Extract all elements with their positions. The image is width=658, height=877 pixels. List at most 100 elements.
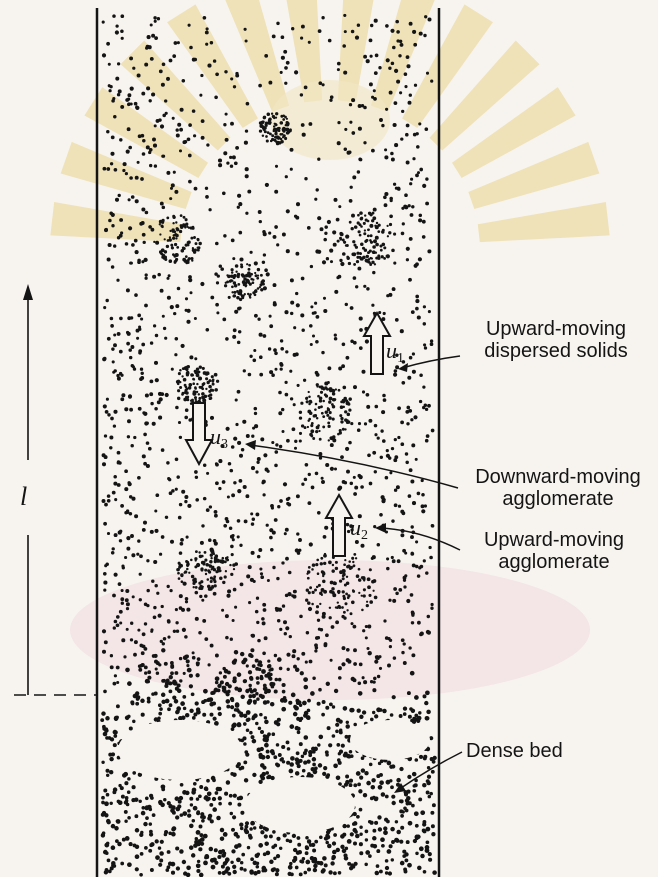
- particle: [146, 604, 149, 607]
- bed-particle: [392, 695, 396, 699]
- particle: [120, 504, 124, 508]
- particle: [316, 373, 320, 377]
- particle: [139, 222, 143, 226]
- particle: [194, 357, 197, 360]
- bed-particle: [374, 821, 378, 825]
- bed-particle: [272, 830, 276, 834]
- bed-particle: [327, 726, 331, 730]
- particle: [371, 149, 375, 153]
- bed-particle: [157, 717, 161, 721]
- agglomerate-particle: [327, 407, 329, 409]
- bed-particle: [305, 860, 310, 865]
- particle: [404, 72, 408, 76]
- bed-particle: [370, 797, 374, 801]
- agglomerate-particle: [231, 271, 233, 273]
- particle: [124, 469, 128, 473]
- particle: [410, 593, 414, 597]
- bed-particle: [214, 861, 218, 865]
- particle: [275, 368, 278, 371]
- particle: [137, 314, 141, 318]
- particle: [119, 350, 123, 354]
- bed-particle: [174, 671, 178, 675]
- particle: [131, 553, 135, 557]
- bed-particle: [335, 729, 339, 733]
- bed-particle: [112, 864, 116, 868]
- agglomerate-particle: [244, 293, 246, 295]
- bed-particle: [372, 711, 375, 714]
- particle: [424, 15, 427, 18]
- particle: [154, 164, 157, 167]
- particle: [279, 445, 282, 448]
- agglomerate-particle: [185, 368, 188, 371]
- agglomerate-particle: [260, 280, 264, 284]
- particle: [340, 455, 344, 459]
- particle: [237, 206, 240, 209]
- particle: [241, 448, 244, 451]
- bed-particle: [198, 847, 202, 851]
- particle: [309, 660, 313, 664]
- particle: [255, 512, 259, 516]
- particle: [338, 367, 342, 371]
- particle: [132, 67, 135, 70]
- particle: [409, 468, 413, 472]
- particle: [167, 636, 170, 639]
- particle: [350, 482, 353, 485]
- bed-particle: [171, 871, 175, 875]
- particle: [134, 514, 138, 518]
- particle: [286, 502, 289, 505]
- particle: [307, 501, 311, 505]
- particle: [362, 676, 365, 679]
- bed-particle: [203, 699, 207, 703]
- particle: [284, 632, 287, 635]
- particle: [372, 555, 376, 559]
- particle: [285, 557, 289, 561]
- particle: [117, 451, 121, 455]
- bed-particle: [163, 798, 166, 801]
- bed-particle: [282, 683, 286, 687]
- bed-particle: [226, 699, 231, 704]
- agglomerate-particle: [329, 388, 332, 391]
- bed-particle: [253, 826, 256, 829]
- particle: [111, 265, 115, 269]
- bed-particle: [210, 858, 215, 863]
- particle: [126, 342, 130, 346]
- particle: [263, 334, 267, 338]
- bed-particle: [227, 872, 231, 876]
- bed-particle: [363, 793, 367, 797]
- particle: [422, 385, 425, 388]
- particle: [239, 479, 243, 483]
- particle: [155, 334, 158, 337]
- bed-particle: [295, 668, 300, 673]
- particle: [391, 556, 394, 559]
- particle: [421, 509, 425, 513]
- agglomerate-particle: [210, 580, 213, 583]
- bed-particle: [243, 760, 247, 764]
- particle: [203, 463, 206, 466]
- agglomerate-particle: [231, 279, 233, 281]
- particle: [394, 488, 397, 491]
- particle: [126, 509, 129, 512]
- particle: [298, 538, 302, 542]
- bed-particle: [276, 763, 280, 767]
- particle: [172, 117, 175, 120]
- particle: [246, 574, 250, 578]
- particle: [299, 416, 302, 419]
- particle: [225, 614, 229, 618]
- particle: [307, 601, 311, 605]
- agglomerate-particle: [326, 388, 329, 391]
- particle: [295, 252, 299, 256]
- bed-particle: [103, 690, 107, 694]
- bed-particle: [335, 723, 339, 727]
- particle: [179, 503, 182, 506]
- bed-particle: [275, 868, 279, 872]
- agglomerate-particle: [347, 565, 350, 568]
- agglomerate-particle: [344, 602, 347, 605]
- bed-particle: [390, 827, 395, 832]
- particle: [320, 628, 323, 631]
- bed-particle: [266, 700, 270, 704]
- bed-particle: [339, 750, 343, 754]
- agglomerate-particle: [226, 556, 228, 558]
- particle: [386, 567, 389, 570]
- particle: [253, 349, 256, 352]
- agglomerate-particle: [319, 438, 322, 441]
